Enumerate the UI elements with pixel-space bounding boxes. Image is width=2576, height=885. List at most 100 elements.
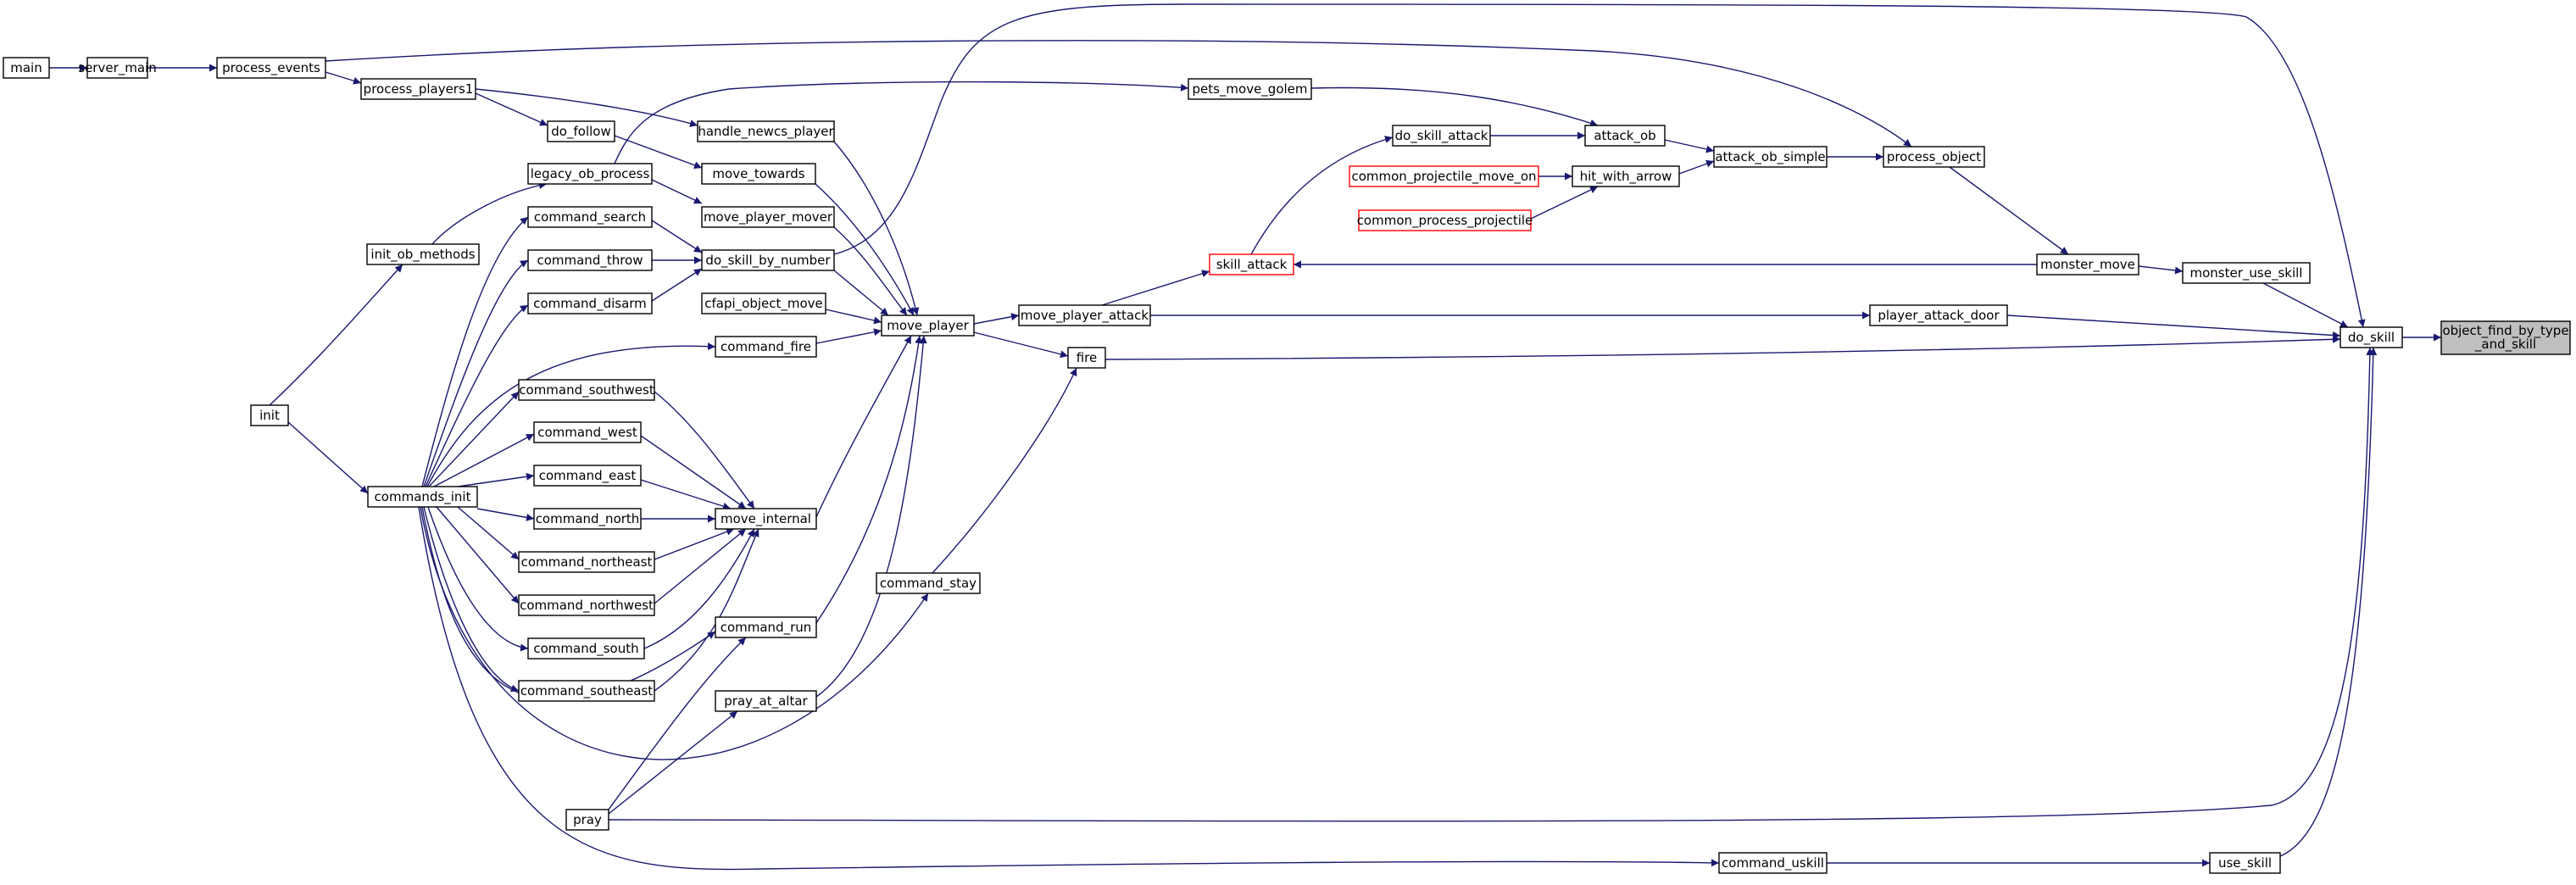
node-skill-attack[interactable]: skill_attack xyxy=(1209,253,1294,276)
call-edge-monster-use-skill-to-do-skill xyxy=(2262,282,2349,328)
node-label: command_northwest xyxy=(520,598,654,614)
node-box xyxy=(360,78,476,100)
node-command-fire[interactable]: command_fire xyxy=(715,336,817,358)
call-edge-pray-at-altar-to-move-player xyxy=(815,335,927,698)
node-command-northeast[interactable]: command_northeast xyxy=(518,551,655,573)
node-box xyxy=(2209,852,2281,874)
node-box xyxy=(518,379,655,401)
node-use-skill[interactable]: use_skill xyxy=(2209,852,2281,874)
node-do-follow[interactable]: do_follow xyxy=(547,120,615,142)
call-edge-hit-with-arrow-to-attack-ob-simple xyxy=(1678,159,1715,175)
node-command-north[interactable]: command_north xyxy=(533,508,642,530)
node-commands-init[interactable]: commands_init xyxy=(367,486,478,508)
node-common-projectile-move-on[interactable]: common_projectile_move_on xyxy=(1349,165,1539,187)
node-hit-with-arrow[interactable]: hit_with_arrow xyxy=(1572,165,1680,187)
node-attack-ob[interactable]: attack_ob xyxy=(1584,125,1666,147)
call-edge-pray-to-command-run xyxy=(608,637,747,810)
node-label: fire xyxy=(1077,350,1098,365)
node-command-northwest[interactable]: command_northwest xyxy=(518,594,655,616)
node-do-skill-by-number[interactable]: do_skill_by_number xyxy=(701,249,835,271)
call-edge-process-events-to-process-players1 xyxy=(325,71,362,85)
node-command-east[interactable]: command_east xyxy=(533,465,642,487)
node-move-internal[interactable]: move_internal xyxy=(715,508,817,530)
node-command-run[interactable]: command_run xyxy=(715,616,817,638)
node-process-players1[interactable]: process_players1 xyxy=(360,78,476,100)
node-attack-ob-simple[interactable]: attack_ob_simple xyxy=(1713,146,1828,168)
node-pets-move-golem[interactable]: pets_move_golem xyxy=(1188,78,1312,100)
call-edge-fire-to-do-skill xyxy=(1104,335,2341,360)
call-edge-pray-to-do-skill xyxy=(608,347,2374,822)
node-box xyxy=(518,551,655,573)
node-move-towards[interactable]: move_towards xyxy=(701,163,816,185)
node-command-south[interactable]: command_south xyxy=(527,637,645,660)
call-edge-move-internal-to-move-player xyxy=(815,335,912,518)
node-init-ob-methods[interactable]: init_ob_methods xyxy=(366,243,480,265)
node-handle-newcs-player[interactable]: handle_newcs_player xyxy=(697,120,835,142)
node-box xyxy=(1584,125,1666,147)
call-edge-init-to-commands-init xyxy=(287,421,369,494)
node-command-southeast[interactable]: command_southeast xyxy=(518,680,655,702)
node-command-southwest[interactable]: command_southwest xyxy=(518,379,655,401)
call-edge-skill-attack-to-do-skill-attack xyxy=(1250,136,1394,255)
node-label: pray_at_altar xyxy=(724,693,808,710)
node-label: command_west xyxy=(537,425,637,441)
node-label: cfapi_object_move xyxy=(704,296,823,312)
node-command-west[interactable]: command_west xyxy=(533,421,642,443)
node-common-process-projectile[interactable]: common_process_projectile xyxy=(1357,209,1533,231)
call-edge-move-player-to-fire xyxy=(973,331,1069,359)
node-box xyxy=(216,57,326,79)
node-player-attack-door[interactable]: player_attack_door xyxy=(1869,304,2008,326)
call-edge-commands-init-to-command-northwest xyxy=(436,506,520,604)
node-legacy-ob-process[interactable]: legacy_ob_process xyxy=(527,163,653,185)
node-label: command_northeast xyxy=(521,554,653,571)
node-move-player-attack[interactable]: move_player_attack xyxy=(1018,304,1151,326)
node-label: commands_init xyxy=(375,489,471,505)
node-label: command_north xyxy=(536,511,640,527)
node-move-player-mover[interactable]: move_player_mover xyxy=(701,206,835,228)
call-edge-process-players1-to-do-follow xyxy=(475,92,548,126)
node-label: attack_ob_simple xyxy=(1715,149,1825,165)
node-box xyxy=(715,336,817,358)
node-box xyxy=(527,249,653,271)
node-pray[interactable]: pray xyxy=(565,809,609,831)
node-label: command_uskill xyxy=(1722,855,1824,871)
call-edge-commands-init-to-command-northeast xyxy=(457,506,520,560)
node-command-search[interactable]: command_search xyxy=(527,206,653,228)
node-cfapi-object-move[interactable]: cfapi_object_move xyxy=(701,292,826,314)
node-process-object[interactable]: process_object xyxy=(1883,146,1985,168)
node-box xyxy=(2340,326,2403,348)
node-box xyxy=(1869,304,2008,326)
node-monster-use-skill[interactable]: monster_use_skill xyxy=(2182,262,2311,284)
node-box xyxy=(527,163,653,185)
node-box xyxy=(547,120,615,142)
node-box xyxy=(1718,852,1828,874)
node-do-skill-attack[interactable]: do_skill_attack xyxy=(1392,125,1491,147)
node-label: process_object xyxy=(1887,149,1981,165)
node-label: do_skill_by_number xyxy=(705,253,831,269)
node-process-events[interactable]: process_events xyxy=(216,57,326,79)
call-edge-monster-move-to-monster-use-skill xyxy=(2138,265,2184,275)
call-edge-move-player-mover-to-move-player xyxy=(833,226,908,316)
node-box xyxy=(527,637,645,660)
node-do-skill[interactable]: do_skill xyxy=(2340,326,2403,348)
call-edge-commands-init-to-command-north xyxy=(476,508,535,521)
node-fire[interactable]: fire xyxy=(1067,347,1106,369)
node-command-disarm[interactable]: command_disarm xyxy=(527,292,653,314)
call-edge-do-skill-by-number-to-move-player xyxy=(833,270,889,316)
call-edge-command-southeast-to-move-internal xyxy=(654,528,759,692)
node-object-find-by-type-and-skill[interactable]: object_find_by_type_and_skill xyxy=(2440,320,2571,355)
call-edge-pray-to-pray-at-altar xyxy=(608,710,738,815)
node-command-stay[interactable]: command_stay xyxy=(876,572,981,594)
node-label: skill_attack xyxy=(1216,257,1288,273)
node-command-uskill[interactable]: command_uskill xyxy=(1718,852,1828,874)
node-label: command_south xyxy=(533,641,638,657)
node-main[interactable]: main xyxy=(3,57,50,79)
node-monster-move[interactable]: monster_move xyxy=(2036,253,2139,276)
node-server-main[interactable]: server_main xyxy=(78,57,157,79)
node-label: command_east xyxy=(539,468,637,484)
node-pray-at-altar[interactable]: pray_at_altar xyxy=(715,690,817,712)
call-edge-command-fire-to-move-player xyxy=(815,328,882,344)
node-init[interactable]: init xyxy=(250,404,289,426)
node-move-player[interactable]: move_player xyxy=(881,314,975,337)
node-command-throw[interactable]: command_throw xyxy=(527,249,653,271)
